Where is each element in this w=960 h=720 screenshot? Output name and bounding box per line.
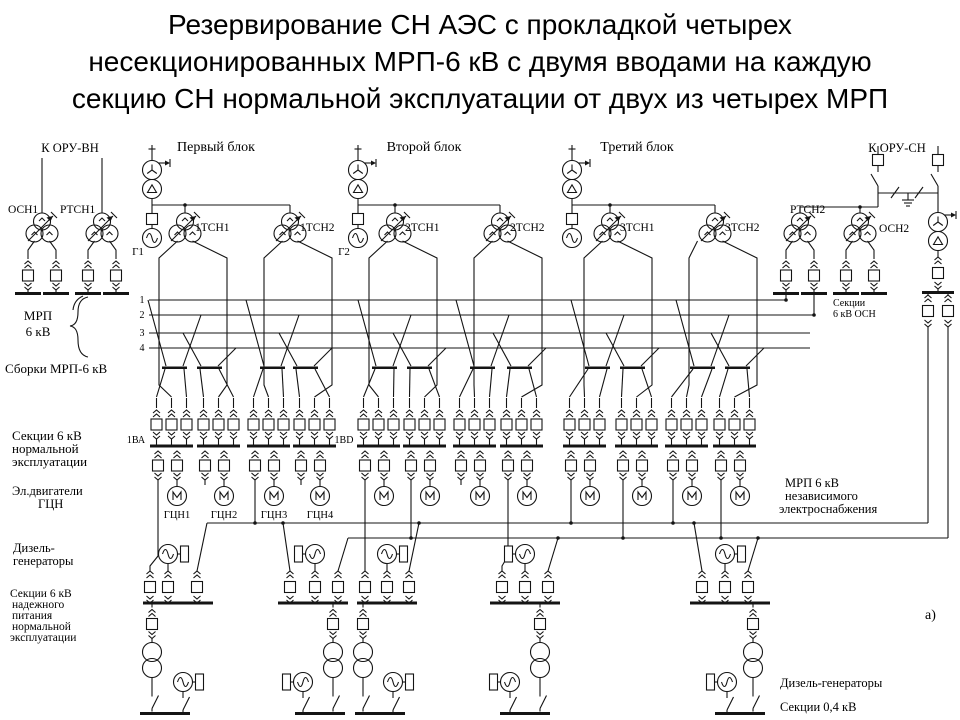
marker-a-label: а)	[925, 608, 936, 623]
diesel-left-label-2: генераторы	[13, 554, 74, 568]
sections-normal-label-2: нормальной	[12, 441, 79, 456]
sections-reliable-label-1: Секции 6 кВ	[10, 588, 72, 600]
tsn32-label: 3ТСН2	[725, 222, 760, 234]
mrp-assemblies-group	[147, 299, 765, 398]
section-downfeeds	[149, 485, 760, 572]
mrp-independent-lines	[207, 522, 948, 539]
bus-1va-label: 1ВА	[127, 435, 146, 446]
tsn12-label: 1ТСН2	[300, 222, 335, 234]
bus-1vd-label: 1ВD	[335, 435, 354, 446]
mrp-brace	[69, 296, 89, 358]
osn2-label: ОСН2	[879, 223, 909, 235]
title-line-3: секцию СН нормальной эксплуатации от дву…	[71, 83, 889, 114]
sections-osn-label-2: 6 кВ ОСН	[833, 309, 876, 320]
sections-reliable-label-2: надежного	[12, 599, 64, 611]
mrp-independent-label-1: МРП 6 кВ	[785, 476, 839, 490]
sections-reliable-label-3: питания	[12, 610, 53, 622]
mrp-independent-label-2: независимого	[785, 489, 858, 503]
gcn1-label: ГЦН1	[164, 510, 191, 521]
block3-label: Третий блок	[600, 140, 674, 155]
sections-normal-label-3: эксплуатации	[12, 454, 87, 469]
normal-sections-group	[150, 398, 756, 506]
gcn4-label: ГЦН4	[307, 510, 334, 521]
block2-label: Второй блок	[387, 140, 462, 155]
tsn31-label: 3ТСН1	[620, 222, 655, 234]
mrp-line-number-4: 4	[140, 343, 145, 354]
motors-heading-2: ГЦН	[38, 497, 63, 511]
oru-vn-label: К ОРУ-ВН	[41, 141, 99, 155]
mrp-lines-group	[149, 295, 816, 349]
mrp-line-number-1: 1	[140, 295, 145, 306]
gcn2-label: ГЦН2	[211, 510, 238, 521]
title-line-1: Резервирование СН АЭС с прокладкой четыр…	[168, 9, 792, 40]
osn1-label: ОСН1	[8, 204, 38, 216]
g2-label: Г2	[338, 246, 350, 258]
gcn3-label: ГЦН3	[261, 510, 288, 521]
g1-label: Г1	[132, 246, 144, 258]
mrp-independent-label-3: электроснабжения	[779, 502, 877, 516]
mrp-voltage-label: 6 кВ	[26, 324, 51, 339]
oru-sn-label: К ОРУ-СН	[868, 141, 926, 155]
tsn22-label: 2ТСН2	[510, 222, 545, 234]
tsn11-label: 1ТСН1	[195, 222, 230, 234]
sections-reliable-label-5: эксплуатации	[10, 632, 76, 644]
sections-reliable-label-4: нормальной	[12, 621, 71, 633]
sections-04-label: Секции 0,4 кВ	[780, 700, 856, 714]
slide-title: Резервирование СН АЭС с прокладкой четыр…	[0, 6, 960, 117]
mrp-line-number-2: 2	[140, 310, 145, 321]
mrp-name-label: МРП	[24, 308, 52, 323]
tsn-feeders	[158, 240, 758, 398]
oru-sn-group: РТСН2 ОСН2 Секции 6 кВ ОСН	[773, 146, 957, 538]
block1-label: Первый блок	[177, 140, 255, 155]
sections-osn-label-1: Секции	[833, 298, 866, 309]
sections-normal-label-1: Секции 6 кВ	[12, 428, 82, 443]
reliable-sections-group	[140, 545, 770, 715]
unit-blocks-group: Г1 Г2 1ТСН1 1ТСН2 2ТСН1 2ТСН2 3ТСН1 3ТСН…	[132, 145, 760, 398]
title-line-2: несекционированных МРП-6 кВ с двумя ввод…	[88, 46, 872, 77]
diesel-right-label: Дизель-генераторы	[780, 676, 883, 690]
sborki-label: Сборки МРП-6 кВ	[5, 361, 108, 376]
motors-heading-1: Эл.двигатели	[12, 484, 83, 498]
tsn21-label: 2ТСН1	[405, 222, 440, 234]
osn1-rtsn1-group: ОСН1 РТСН1	[8, 158, 129, 311]
mrp-line-number-3: 3	[140, 328, 145, 339]
rtsn1-label: РТСН1	[60, 204, 96, 216]
diesel-left-label-1: Дизель-	[13, 541, 55, 555]
